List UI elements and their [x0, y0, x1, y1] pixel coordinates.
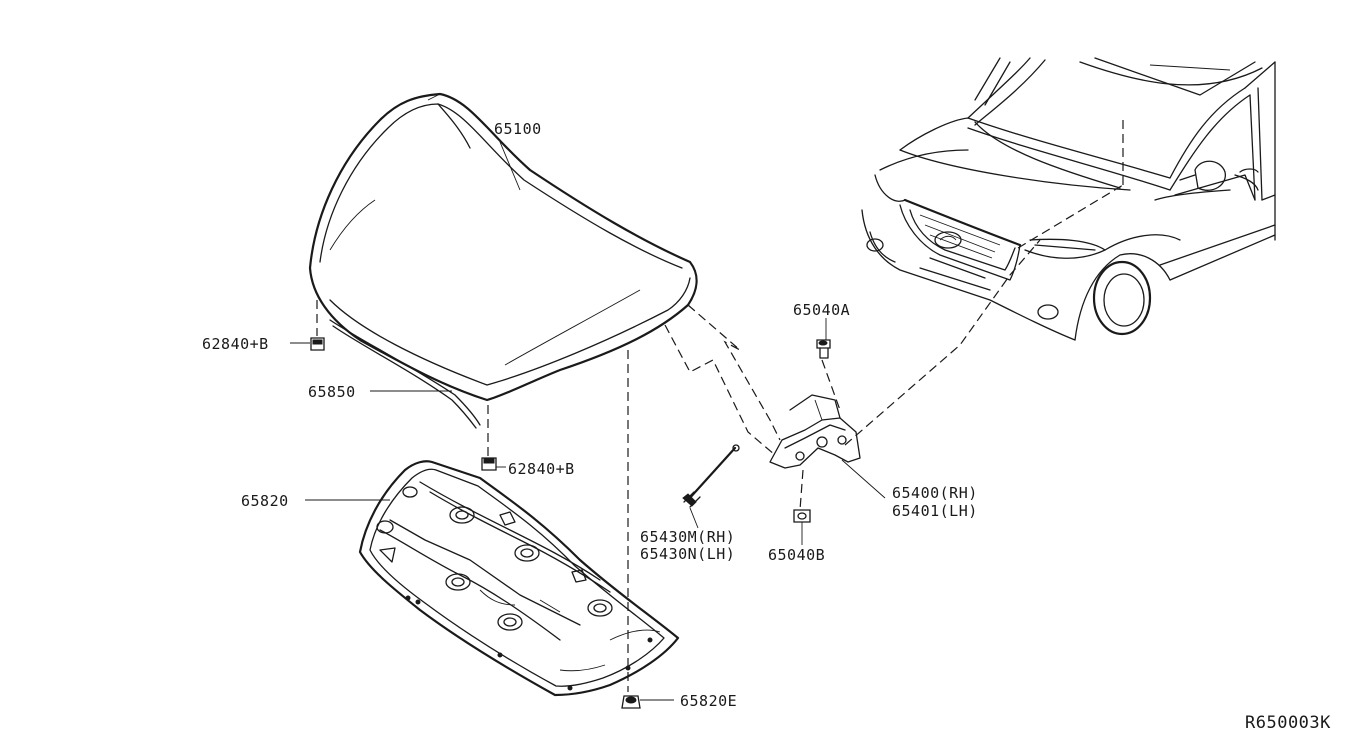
vehicle-illustration [861, 57, 1276, 341]
label-bumper-rubber-upper: 62840+B [202, 335, 269, 353]
label-hood-hinge-rh: 65400(RH) [892, 484, 978, 502]
label-bumper-rubber-lower: 62840+B [508, 460, 575, 478]
hood-panel [308, 92, 698, 402]
label-hood-hinge-lh: 65401(LH) [892, 502, 978, 520]
callout-leader-lines [290, 141, 886, 701]
label-hood-stay-lh: 65430N(LH) [640, 545, 735, 563]
hood-insulator-panel [358, 460, 680, 697]
hood-stay-part [682, 444, 740, 508]
label-hood-stay-rh: 65430M(RH) [640, 528, 735, 546]
label-hood-seal: 65850 [308, 383, 356, 401]
drawing-code: R650003K [1245, 713, 1331, 733]
hinge-bolt-upper-part [816, 339, 831, 359]
label-insulator-clip: 65820E [680, 692, 737, 710]
part-labels: 65100 65850 62840+B 62840+B 65820 65820E… [202, 120, 1331, 733]
label-hood-insulator: 65820 [241, 492, 289, 510]
bumper-rubber-lower-part [481, 405, 497, 471]
installation-leader-lines [664, 120, 1124, 511]
label-hood: 65100 [494, 120, 542, 138]
hood-hinge-part [769, 394, 861, 469]
hinge-bolt-lower-part [793, 509, 811, 523]
label-hinge-bolt-upper: 65040A [793, 301, 850, 319]
label-hinge-bolt-lower: 65040B [768, 546, 825, 564]
bumper-rubber-upper-part [310, 300, 325, 351]
hood-seal-strip [329, 319, 481, 429]
insulator-clip-part [621, 350, 641, 709]
